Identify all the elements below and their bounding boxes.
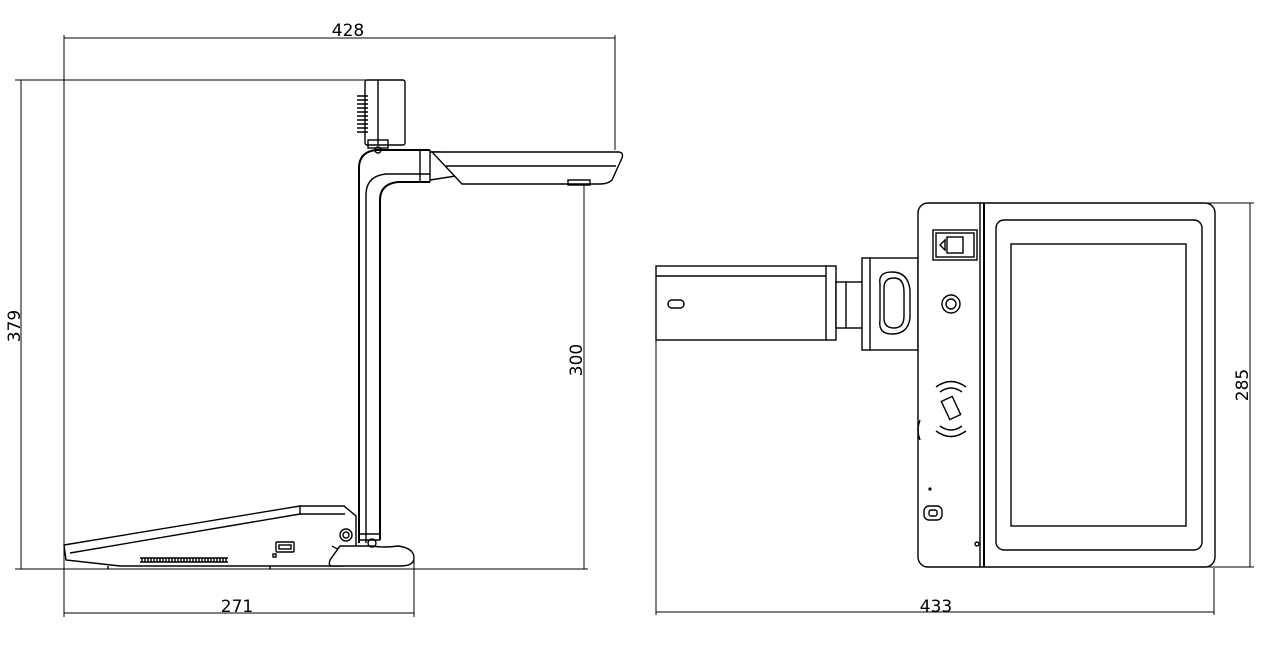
dimension-label-379: 379 <box>5 310 25 342</box>
dimension-label-300: 300 <box>567 344 587 376</box>
dimension-label-285: 285 <box>1233 369 1253 401</box>
status-led <box>928 487 932 491</box>
usb-port-icon <box>275 541 295 553</box>
side-view: 428 379 300 271 <box>5 21 624 617</box>
camera-arm-topview <box>655 257 919 351</box>
nfc-icon <box>935 380 967 438</box>
dimension-top-depth: 285 <box>1200 202 1254 568</box>
dimension-overall-width: 428 <box>63 21 616 570</box>
dimension-label-428: 428 <box>332 21 364 41</box>
dimension-label-271: 271 <box>221 597 253 617</box>
dimension-camera-height: 300 <box>410 183 588 570</box>
stand-foot <box>328 545 415 567</box>
display-screen <box>1010 243 1187 527</box>
dimension-label-433: 433 <box>920 597 952 617</box>
stand-pole <box>358 168 381 543</box>
keyboard-body <box>63 505 357 569</box>
screen-bezel <box>995 219 1203 551</box>
side-port-icon <box>923 505 943 521</box>
mic-hole <box>974 541 980 547</box>
top-view: 433 285 <box>655 202 1254 617</box>
tablet-body <box>917 202 1216 568</box>
dimension-overall-height: 379 <box>5 79 368 570</box>
round-button-icon <box>941 294 961 314</box>
camera-head <box>430 151 624 186</box>
vent-grille <box>140 557 228 563</box>
power-button-icon <box>339 528 353 542</box>
dimension-top-width: 433 <box>655 340 1215 617</box>
card-reader-icon <box>932 229 978 261</box>
top-module <box>357 79 406 154</box>
camera-lens-icon <box>667 299 685 309</box>
